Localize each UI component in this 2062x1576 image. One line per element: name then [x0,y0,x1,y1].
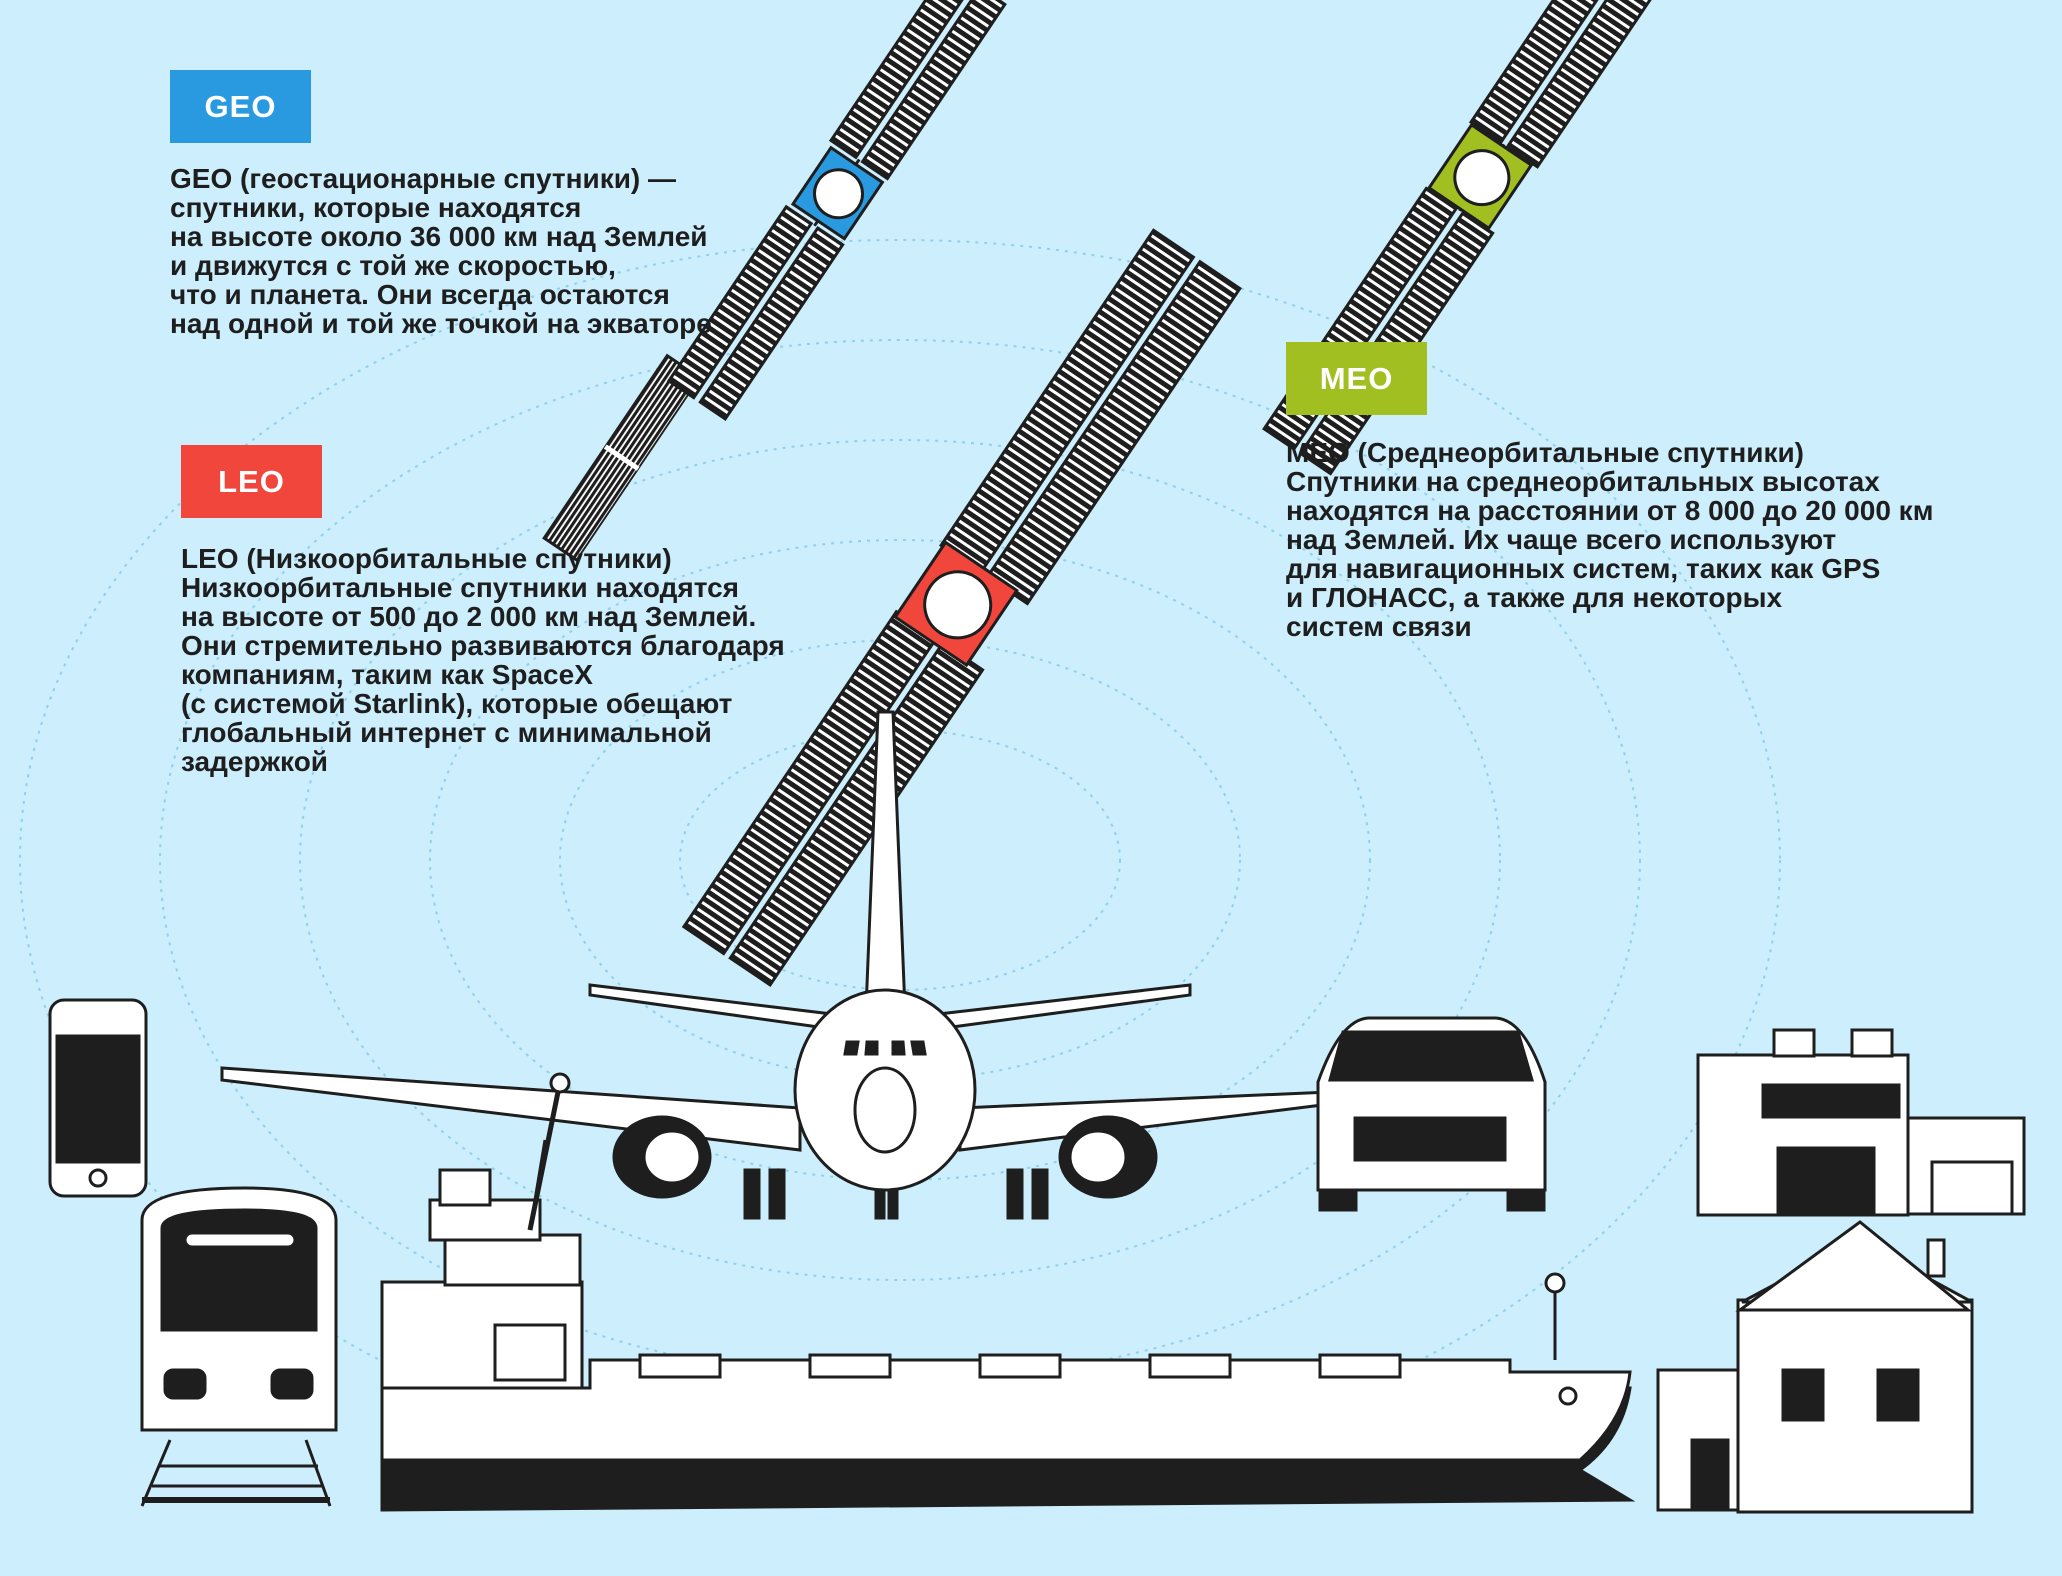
leo-description-line: LEO (Низкоорбитальные спутники) [181,543,672,574]
phone-icon [48,998,148,1198]
geo-description-line: и движутся с той же скоростью, [170,250,616,281]
leo-description-line: Они стремительно развиваются благодаря [181,630,785,661]
leo-badge: LEO [181,445,322,518]
meo-badge: MEO [1286,342,1427,415]
leo-description-line: (с системой Starlink), которые обещают [181,688,733,719]
leo-description-line: компаниям, таким как SpaceX [181,659,593,690]
meo-description: MEO (Среднеорбитальные спутники) Спутник… [1286,438,1933,641]
meo-description-line: для навигационных систем, таких как GPS [1286,553,1881,584]
office-building-icon [1696,1028,2026,1217]
leo-description-line: на высоте от 500 до 2 000 км над Землей. [181,601,757,632]
geo-description-line: спутники, которые находятся [170,192,582,223]
geo-description-line: на высоте около 36 000 км над Землей [170,221,708,252]
leo-description-line: Низкоорбитальные спутники находятся [181,572,739,603]
geo-satellite-icon [544,0,1007,585]
train-icon [140,1186,338,1507]
geo-description-line: над одной и той же точкой на экваторе [170,308,712,339]
geo-description-line: GEO (геостационарные спутники) — [170,163,677,194]
car-icon [1316,1016,1547,1212]
leo-description-line: глобальный интернет с минимальной [181,717,712,748]
leo-satellite-icon [681,228,1242,987]
meo-description-line: MEO (Среднеорбитальные спутники) [1286,437,1804,468]
geo-description-line: что и планета. Они всегда остаются [170,279,670,310]
geo-description: GEO (геостационарные спутники) — спутник… [170,164,712,338]
leo-description-line: задержкой [181,746,329,777]
house-icon [1656,1220,1974,1514]
meo-description-line: находятся на расстоянии от 8 000 до 20 0… [1286,495,1934,526]
meo-description-line: Спутники на среднеорбитальных высотах [1286,466,1880,497]
ship-icon [380,1072,1636,1512]
meo-description-line: над Землей. Их чаще всего используют [1286,524,1837,555]
airplane-icon [220,710,1332,1220]
meo-description-line: систем связи [1286,611,1472,642]
meo-description-line: и ГЛОНАСС, а также для некоторых [1286,582,1783,613]
geo-badge: GEO [170,70,311,143]
leo-description: LEO (Низкоорбитальные спутники) Низкоорб… [181,544,785,776]
